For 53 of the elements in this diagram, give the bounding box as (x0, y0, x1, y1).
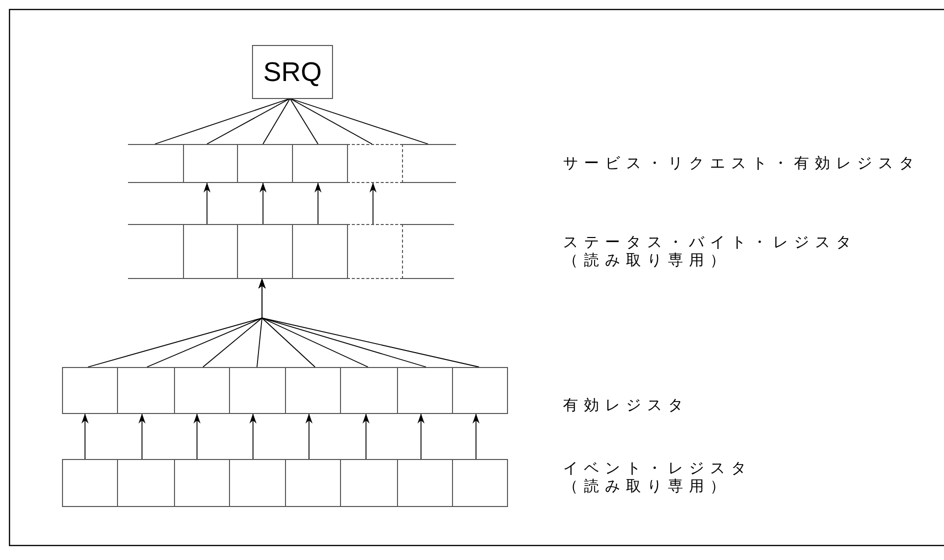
register-bit-cell (292, 144, 348, 183)
arrow (314, 182, 322, 224)
register-bit-cell (229, 367, 286, 414)
arrow (418, 413, 424, 460)
arrow (258, 278, 480, 368)
arrow (260, 182, 266, 224)
register-bit-cell (452, 459, 508, 507)
register-name: サービス・リクエスト・有効レジスタ (563, 154, 921, 172)
register-bit-cell (117, 459, 175, 507)
register-bit-cell (402, 224, 454, 279)
srq-box (252, 45, 333, 99)
arrow (306, 413, 312, 460)
srq-label: SRQ (263, 56, 322, 88)
register-bit-cell (452, 367, 508, 414)
connector-line (154, 98, 290, 144)
register-name: 有効レジスタ (563, 396, 690, 414)
register-bit-cell (183, 144, 238, 183)
arrow (194, 413, 200, 460)
register-bit-cell (340, 459, 398, 507)
register-bit-cell (285, 459, 341, 507)
arrow (204, 182, 210, 224)
register-bit-cell (117, 367, 175, 414)
register-bit-cell (237, 224, 293, 279)
connector-line (290, 98, 428, 144)
register-bit-cell (402, 144, 456, 183)
register-bit-cell (397, 367, 453, 414)
arrow (362, 413, 370, 460)
register-bit-cell (174, 367, 230, 414)
register-bit-cell (347, 224, 403, 279)
arrow (472, 413, 480, 460)
register-bit-cell (128, 144, 184, 183)
register-name: ステータス・バイト・レジスタ（読み取り専用） (563, 233, 858, 269)
connector-line (290, 98, 318, 144)
register-bit-cell (62, 459, 118, 507)
register-bit-cell (183, 224, 238, 279)
arrow (250, 413, 256, 460)
arrow (82, 413, 88, 460)
register-name: イベント・レジスタ（読み取り専用） (563, 459, 753, 495)
register-bit-cell (237, 144, 293, 183)
connector-line (262, 98, 290, 144)
register-bit-cell (229, 459, 286, 507)
register-bit-cell (62, 367, 118, 414)
register-bit-cell (397, 459, 453, 507)
connector-line (290, 98, 372, 144)
register-bit-cell (340, 367, 398, 414)
arrow (138, 413, 146, 460)
register-bit-cell (128, 224, 184, 279)
connector-line (206, 98, 290, 144)
register-bit-cell (174, 459, 230, 507)
register-bit-cell (292, 224, 348, 279)
register-bit-cell (347, 144, 403, 183)
register-bit-cell (285, 367, 341, 414)
arrow (370, 182, 376, 224)
